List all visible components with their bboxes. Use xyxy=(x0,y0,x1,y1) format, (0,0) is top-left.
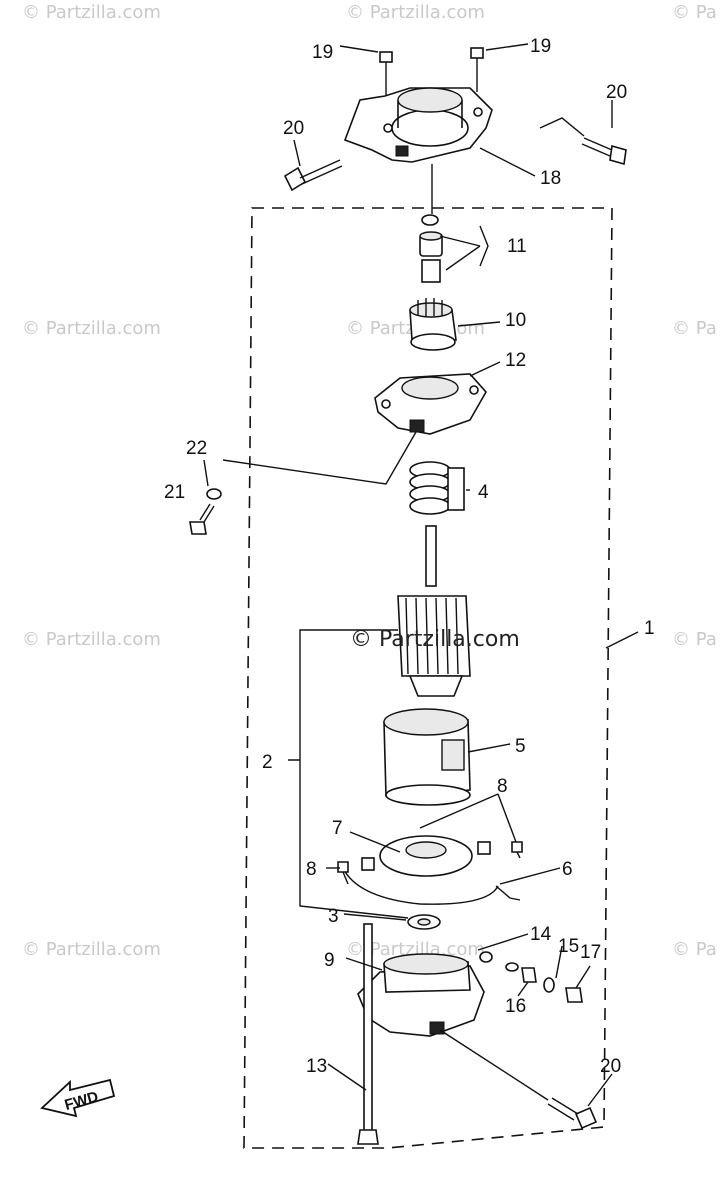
watermark: © Pa xyxy=(672,2,717,23)
part-20-bolt-bottom xyxy=(547,1097,598,1130)
part-21-screw xyxy=(189,503,215,535)
callout-8-left: 8 xyxy=(306,859,317,880)
part-10-pinion-gear xyxy=(409,298,457,351)
callout-16: 16 xyxy=(505,996,526,1017)
callout-7: 7 xyxy=(332,818,343,839)
part-8-screw-right xyxy=(511,841,523,859)
part-20-bolt-top-left xyxy=(283,159,343,192)
callout-21: 21 xyxy=(164,482,185,503)
part-14-washer-2 xyxy=(505,962,519,972)
callout-labels: 19 19 20 20 18 11 10 12 22 21 4 1 5 2 8 … xyxy=(164,36,655,1077)
part-9-rear-cover xyxy=(357,953,485,1037)
watermark-center: © Partzilla.com xyxy=(350,627,520,652)
callout-18: 18 xyxy=(540,168,561,189)
callout-4: 4 xyxy=(478,482,489,503)
part-19-bolt-right xyxy=(470,47,484,92)
snap-ring xyxy=(421,214,439,226)
part-5-yoke xyxy=(383,708,471,806)
callout-11: 11 xyxy=(507,236,527,257)
watermark: © Partzilla.com xyxy=(22,629,161,650)
callout-17: 17 xyxy=(580,942,601,963)
part-18-top-bracket xyxy=(343,87,493,163)
part-6-lead-wire xyxy=(495,885,521,901)
washer-hole xyxy=(417,918,431,926)
callout-22: 22 xyxy=(186,438,207,459)
part-16-nut xyxy=(521,967,537,983)
part-19-bolt-left xyxy=(379,51,393,96)
part-20-bolt-top-right xyxy=(581,137,627,166)
callout-10: 10 xyxy=(505,310,526,331)
watermark: © Partzilla.com xyxy=(346,2,485,23)
part-17-nut xyxy=(565,987,583,1003)
callout-19-right: 19 xyxy=(530,36,551,57)
callout-6: 6 xyxy=(562,859,573,880)
part-14-washer xyxy=(479,951,493,963)
callout-20-top-right: 20 xyxy=(606,82,627,103)
callout-14: 14 xyxy=(530,924,552,945)
callout-1: 1 xyxy=(644,618,655,639)
callout-20-top-left: 20 xyxy=(283,118,304,139)
armature xyxy=(397,525,471,697)
callout-15: 15 xyxy=(558,936,579,957)
part-12-front-bracket xyxy=(374,373,487,435)
watermark: © Partzilla.com xyxy=(22,2,161,23)
watermark: © Partzilla.com xyxy=(22,318,161,339)
callout-19-left: 19 xyxy=(312,42,333,63)
callout-12: 12 xyxy=(505,350,526,371)
part-11-stopper-spring xyxy=(419,231,443,283)
watermark: © Pa xyxy=(672,318,717,339)
watermark: © Partzilla.com xyxy=(22,939,161,960)
callout-5: 5 xyxy=(515,736,526,757)
callout-3: 3 xyxy=(328,906,339,927)
callout-8-top: 8 xyxy=(497,776,508,797)
callout-20-bottom: 20 xyxy=(600,1056,621,1077)
part-7-brush-holder xyxy=(343,835,499,905)
watermark: © Pa xyxy=(672,629,717,650)
fwd-arrow-icon: FWD xyxy=(40,1078,116,1118)
callout-9: 9 xyxy=(324,950,335,971)
watermark: © Partzilla.com xyxy=(346,939,485,960)
watermark-group: © Partzilla.com © Partzilla.com © Pa © P… xyxy=(22,2,717,960)
leader-lines xyxy=(203,43,639,1107)
part-13-through-bolt xyxy=(357,923,379,1145)
callout-13: 13 xyxy=(306,1056,327,1077)
assembly-boundary xyxy=(243,207,613,1149)
part-4-spring-stack xyxy=(409,461,465,515)
part-22-washer xyxy=(206,488,222,500)
part-15-lockwasher xyxy=(543,977,555,993)
callout-2: 2 xyxy=(262,752,273,773)
watermark: © Pa xyxy=(672,939,717,960)
